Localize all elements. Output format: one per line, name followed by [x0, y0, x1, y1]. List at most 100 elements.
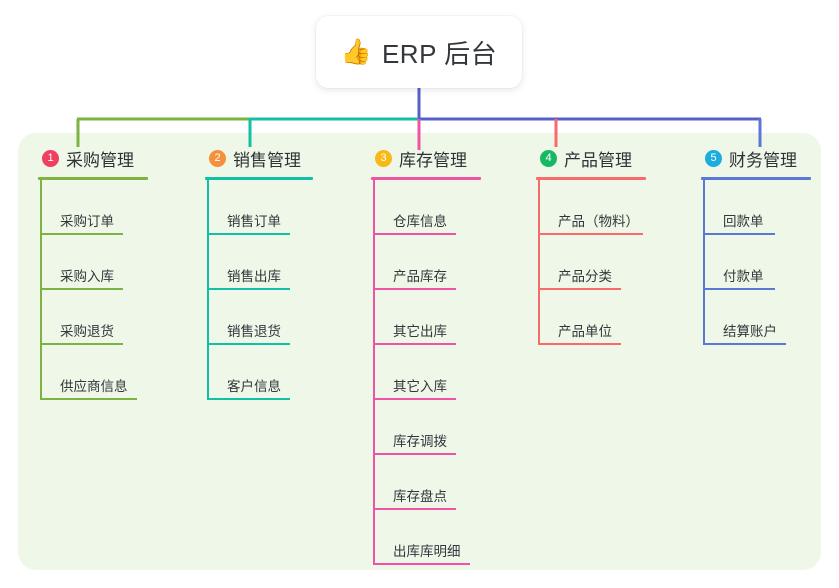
column-title: 库存管理: [399, 150, 467, 170]
list-item-label: 其它入库: [393, 379, 447, 394]
list-item[interactable]: 库存调拨: [371, 400, 531, 455]
column-spine: [207, 180, 209, 400]
column-underline: [38, 177, 148, 180]
list-item-label: 库存调拨: [393, 434, 447, 449]
list-item-underline: [538, 288, 621, 290]
root-title: ERP 后台: [381, 38, 498, 69]
list-item-underline: [373, 233, 456, 235]
list-item-underline: [703, 233, 775, 235]
column-header-3[interactable]: 3 库存管理: [371, 145, 531, 171]
column-1: 1 采购管理采购订单采购入库采购退货供应商信息: [38, 145, 188, 400]
column-underline: [205, 177, 313, 180]
list-item[interactable]: 供应商信息: [38, 345, 188, 400]
column-items: 销售订单销售出库销售退货客户信息: [205, 180, 355, 400]
list-item[interactable]: 库存盘点: [371, 455, 531, 510]
column-2: 2 销售管理销售订单销售出库销售退货客户信息: [205, 145, 355, 400]
list-item[interactable]: 结算账户: [701, 290, 839, 345]
list-item-label: 销售出库: [227, 269, 281, 284]
list-item-label: 出库库明细: [393, 544, 461, 559]
thumbs-up-icon: 👍: [340, 37, 372, 66]
column-badge-icon: 3: [375, 149, 392, 167]
column-title: 销售管理: [233, 150, 301, 170]
list-item-label: 客户信息: [227, 379, 281, 394]
list-item-underline: [373, 398, 456, 400]
column-header-5[interactable]: 5 财务管理: [701, 145, 839, 171]
column-4: 4 产品管理产品（物料） 产品分类产品单位: [536, 145, 701, 345]
list-item[interactable]: 销售订单: [205, 180, 355, 235]
list-item-underline: [373, 508, 456, 510]
list-item[interactable]: 出库库明细: [371, 510, 531, 565]
list-item-label: 回款单: [723, 214, 764, 229]
list-item[interactable]: 回款单: [701, 180, 839, 235]
column-badge-icon: 4: [540, 149, 557, 167]
column-spine: [40, 180, 42, 400]
list-item-underline: [207, 288, 290, 290]
list-item-underline: [703, 343, 786, 345]
list-item-label: 采购退货: [60, 324, 114, 339]
column-5: 5 财务管理回款单付款单结算账户: [701, 145, 839, 345]
column-header-4[interactable]: 4 产品管理: [536, 145, 701, 171]
column-underline: [371, 177, 481, 180]
column-title: 采购管理: [66, 150, 134, 170]
column-items: 仓库信息产品库存其它出库其它入库库存调拨库存盘点出库库明细: [371, 180, 531, 565]
list-item-label: 产品单位: [558, 324, 612, 339]
list-item-label: 采购订单: [60, 214, 114, 229]
list-item[interactable]: 采购入库: [38, 235, 188, 290]
list-item-underline: [40, 343, 123, 345]
list-item-label: 采购入库: [60, 269, 114, 284]
list-item-label: 销售订单: [227, 214, 281, 229]
column-underline: [701, 177, 811, 180]
list-item-underline: [373, 343, 456, 345]
list-item-label: 供应商信息: [60, 379, 128, 394]
column-title: 财务管理: [729, 150, 797, 170]
column-badge-icon: 2: [209, 149, 226, 167]
column-badge-icon: 5: [705, 149, 722, 167]
list-item-label: 付款单: [723, 269, 764, 284]
list-item-underline: [373, 453, 456, 455]
list-item-label: 产品库存: [393, 269, 447, 284]
list-item[interactable]: 产品库存: [371, 235, 531, 290]
column-spine: [373, 180, 375, 565]
list-item-underline: [40, 233, 123, 235]
list-item-underline: [40, 288, 123, 290]
list-item-label: 产品（物料）: [558, 214, 639, 229]
list-item[interactable]: 采购订单: [38, 180, 188, 235]
column-items: 回款单付款单结算账户: [701, 180, 839, 345]
list-item[interactable]: 其它出库: [371, 290, 531, 345]
list-item-label: 结算账户: [723, 324, 777, 339]
list-item[interactable]: 仓库信息: [371, 180, 531, 235]
list-item[interactable]: 产品分类: [536, 235, 701, 290]
root-node[interactable]: 👍 ERP 后台: [316, 16, 522, 88]
list-item[interactable]: 付款单: [701, 235, 839, 290]
list-item-underline: [538, 233, 643, 235]
list-item-underline: [538, 343, 621, 345]
list-item-underline: [207, 343, 290, 345]
list-item[interactable]: 客户信息: [205, 345, 355, 400]
list-item-label: 库存盘点: [393, 489, 447, 504]
list-item[interactable]: 产品（物料）: [536, 180, 701, 235]
list-item-underline: [373, 288, 456, 290]
list-item-label: 其它出库: [393, 324, 447, 339]
column-spine: [703, 180, 705, 345]
list-item[interactable]: 其它入库: [371, 345, 531, 400]
column-header-2[interactable]: 2 销售管理: [205, 145, 355, 171]
list-item[interactable]: 采购退货: [38, 290, 188, 345]
list-item-underline: [207, 233, 290, 235]
list-item-underline: [207, 398, 290, 400]
list-item-label: 产品分类: [558, 269, 612, 284]
list-item-underline: [40, 398, 137, 400]
column-underline: [536, 177, 646, 180]
column-items: 采购订单采购入库采购退货供应商信息: [38, 180, 188, 400]
list-item[interactable]: 产品单位: [536, 290, 701, 345]
column-badge-icon: 1: [42, 149, 59, 167]
list-item-underline: [703, 288, 775, 290]
column-title: 产品管理: [564, 150, 632, 170]
list-item[interactable]: 销售出库: [205, 235, 355, 290]
list-item-label: 仓库信息: [393, 214, 447, 229]
column-header-1[interactable]: 1 采购管理: [38, 145, 188, 171]
column-3: 3 库存管理仓库信息产品库存其它出库其它入库库存调拨库存盘点出库库明细: [371, 145, 531, 565]
list-item[interactable]: 销售退货: [205, 290, 355, 345]
diagram-panel: [18, 133, 821, 570]
list-item-label: 销售退货: [227, 324, 281, 339]
